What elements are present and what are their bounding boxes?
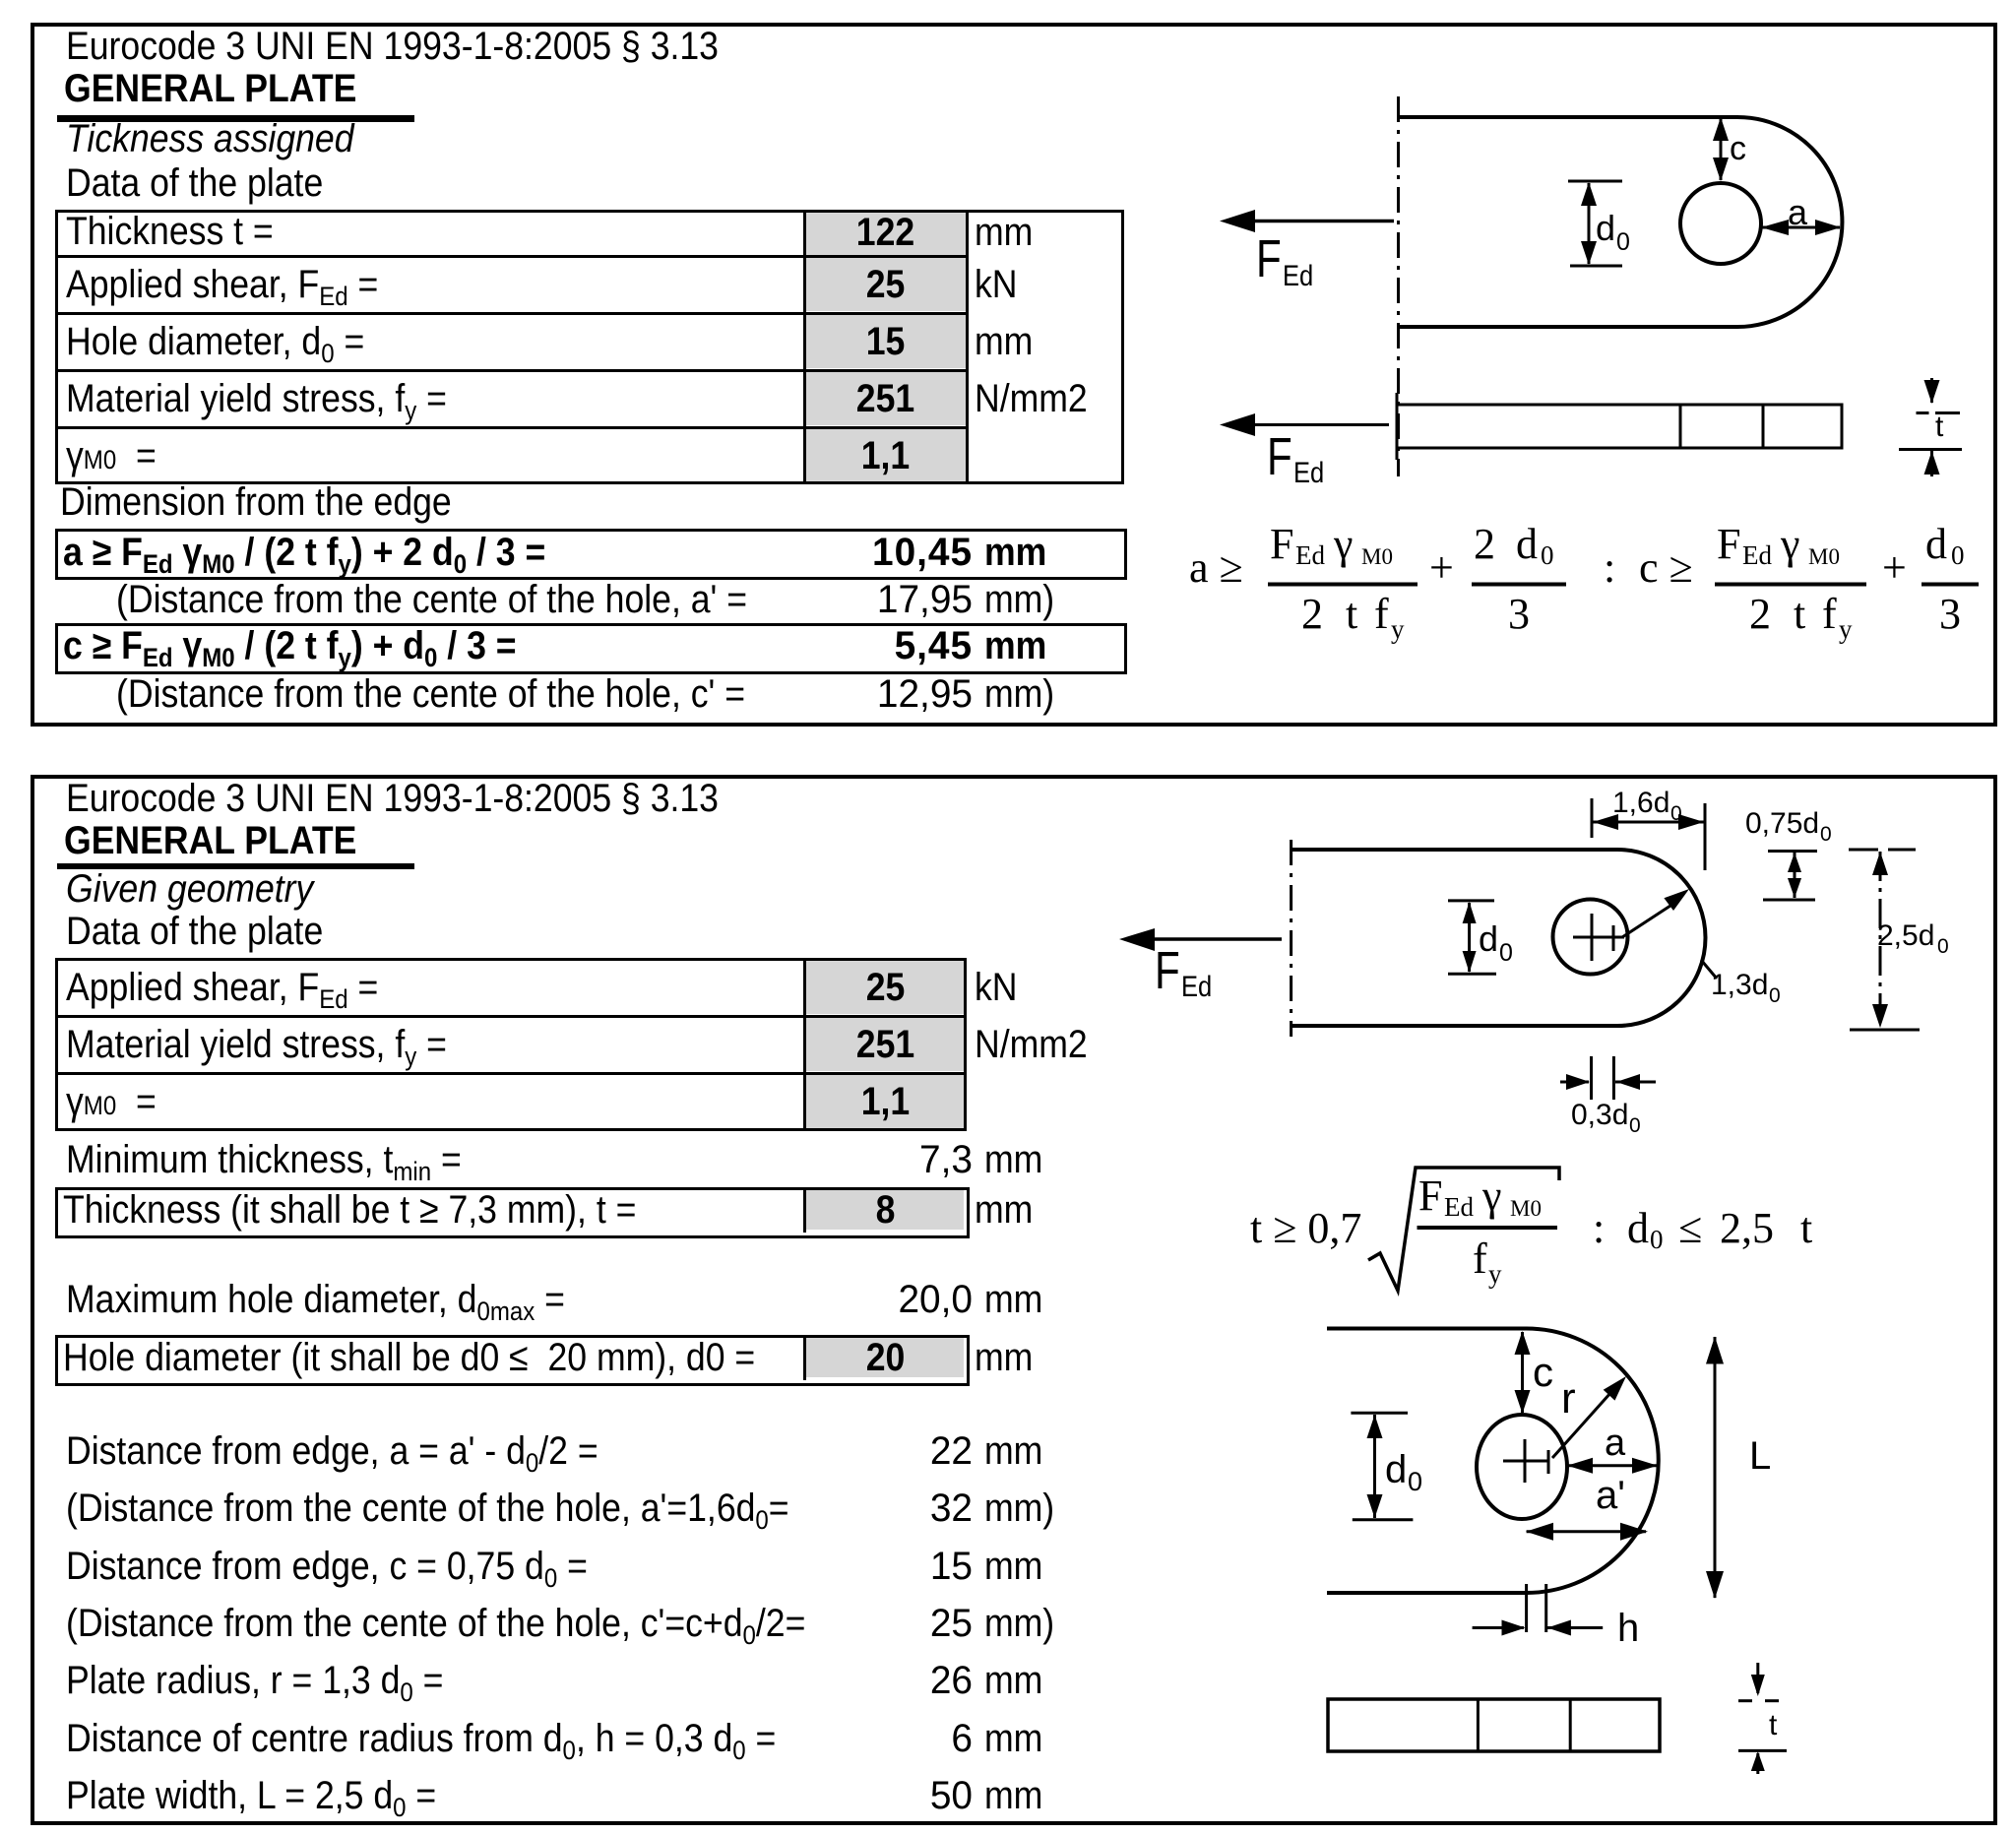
svg-text:d: d xyxy=(1925,520,1947,568)
svg-text:0: 0 xyxy=(1951,540,1965,570)
svg-text:Ed: Ed xyxy=(1444,1192,1474,1222)
svg-text:Ed: Ed xyxy=(1181,970,1212,1002)
svg-text:M0: M0 xyxy=(1361,544,1393,569)
svg-text:F: F xyxy=(1270,520,1293,568)
svg-text:a: a xyxy=(1788,192,1808,232)
svg-text:0: 0 xyxy=(1820,823,1832,846)
svg-text:F: F xyxy=(1418,1171,1442,1220)
svg-text:f: f xyxy=(1822,590,1837,638)
svg-text:F: F xyxy=(1155,941,1180,1000)
svg-text:0: 0 xyxy=(1408,1467,1422,1496)
svg-text:γ: γ xyxy=(1481,1171,1501,1220)
svg-text:t: t xyxy=(1769,1709,1778,1741)
svg-text:F: F xyxy=(1256,229,1282,288)
svg-text:Ed: Ed xyxy=(1742,540,1772,570)
svg-text:f: f xyxy=(1374,590,1389,638)
svg-text:0: 0 xyxy=(1541,540,1554,570)
svg-text:d: d xyxy=(1596,208,1615,248)
svg-text:Ed: Ed xyxy=(1293,456,1324,488)
svg-text:3: 3 xyxy=(1508,590,1530,638)
svg-text:h: h xyxy=(1617,1607,1639,1650)
svg-text:c ≥: c ≥ xyxy=(1639,543,1693,592)
svg-text:0,75d: 0,75d xyxy=(1745,807,1819,840)
svg-text:d: d xyxy=(1479,918,1498,959)
svg-text:Ed: Ed xyxy=(1283,259,1313,291)
svg-text:a ≥: a ≥ xyxy=(1189,543,1243,592)
svg-text:y: y xyxy=(1488,1259,1502,1289)
svg-text:≤: ≤ xyxy=(1678,1204,1702,1252)
svg-text:a: a xyxy=(1605,1423,1626,1464)
svg-text:M0: M0 xyxy=(1808,544,1840,569)
svg-text::: : xyxy=(1604,543,1615,592)
svg-text:0: 0 xyxy=(1616,228,1630,256)
svg-text:0,3d: 0,3d xyxy=(1571,1099,1628,1131)
svg-text:2: 2 xyxy=(1474,520,1495,568)
svg-text:t: t xyxy=(1800,1204,1812,1252)
svg-text:t ≥ 0,7: t ≥ 0,7 xyxy=(1250,1204,1361,1252)
svg-text:d: d xyxy=(1627,1204,1649,1252)
svg-text:+: + xyxy=(1429,543,1454,592)
svg-text:1,6d: 1,6d xyxy=(1612,787,1670,819)
svg-text:t: t xyxy=(1346,590,1357,638)
svg-text::: : xyxy=(1593,1204,1605,1252)
svg-text:0: 0 xyxy=(1670,802,1682,825)
svg-text:2: 2 xyxy=(1749,590,1771,638)
svg-text:3: 3 xyxy=(1939,590,1961,638)
svg-text:y: y xyxy=(1391,614,1405,644)
svg-text:1,3d: 1,3d xyxy=(1711,969,1768,1001)
svg-text:F: F xyxy=(1717,520,1740,568)
svg-text:2,5d: 2,5d xyxy=(1877,919,1934,952)
svg-text:a': a' xyxy=(1596,1474,1625,1517)
svg-text:d: d xyxy=(1385,1448,1407,1491)
svg-text:0: 0 xyxy=(1937,935,1949,958)
svg-text:+: + xyxy=(1882,543,1907,592)
svg-text:0: 0 xyxy=(1650,1225,1664,1254)
svg-text:y: y xyxy=(1839,614,1853,644)
svg-text:c: c xyxy=(1533,1349,1553,1395)
svg-text:t: t xyxy=(1935,411,1944,443)
svg-text:c: c xyxy=(1730,130,1746,167)
svg-text:M0: M0 xyxy=(1510,1196,1542,1221)
svg-text:γ: γ xyxy=(1780,520,1799,568)
svg-text:t: t xyxy=(1794,590,1805,638)
svg-text:r: r xyxy=(1561,1374,1576,1423)
svg-text:0: 0 xyxy=(1769,984,1781,1007)
svg-text:2: 2 xyxy=(1301,590,1323,638)
svg-text:f: f xyxy=(1473,1234,1487,1283)
svg-text:2,5: 2,5 xyxy=(1720,1204,1774,1252)
svg-text:0: 0 xyxy=(1629,1114,1641,1137)
svg-text:0: 0 xyxy=(1499,939,1513,967)
svg-text:d: d xyxy=(1516,520,1538,568)
svg-text:F: F xyxy=(1267,427,1292,486)
svg-text:L: L xyxy=(1749,1434,1771,1478)
svg-text:γ: γ xyxy=(1333,520,1353,568)
svg-text:Ed: Ed xyxy=(1295,540,1325,570)
